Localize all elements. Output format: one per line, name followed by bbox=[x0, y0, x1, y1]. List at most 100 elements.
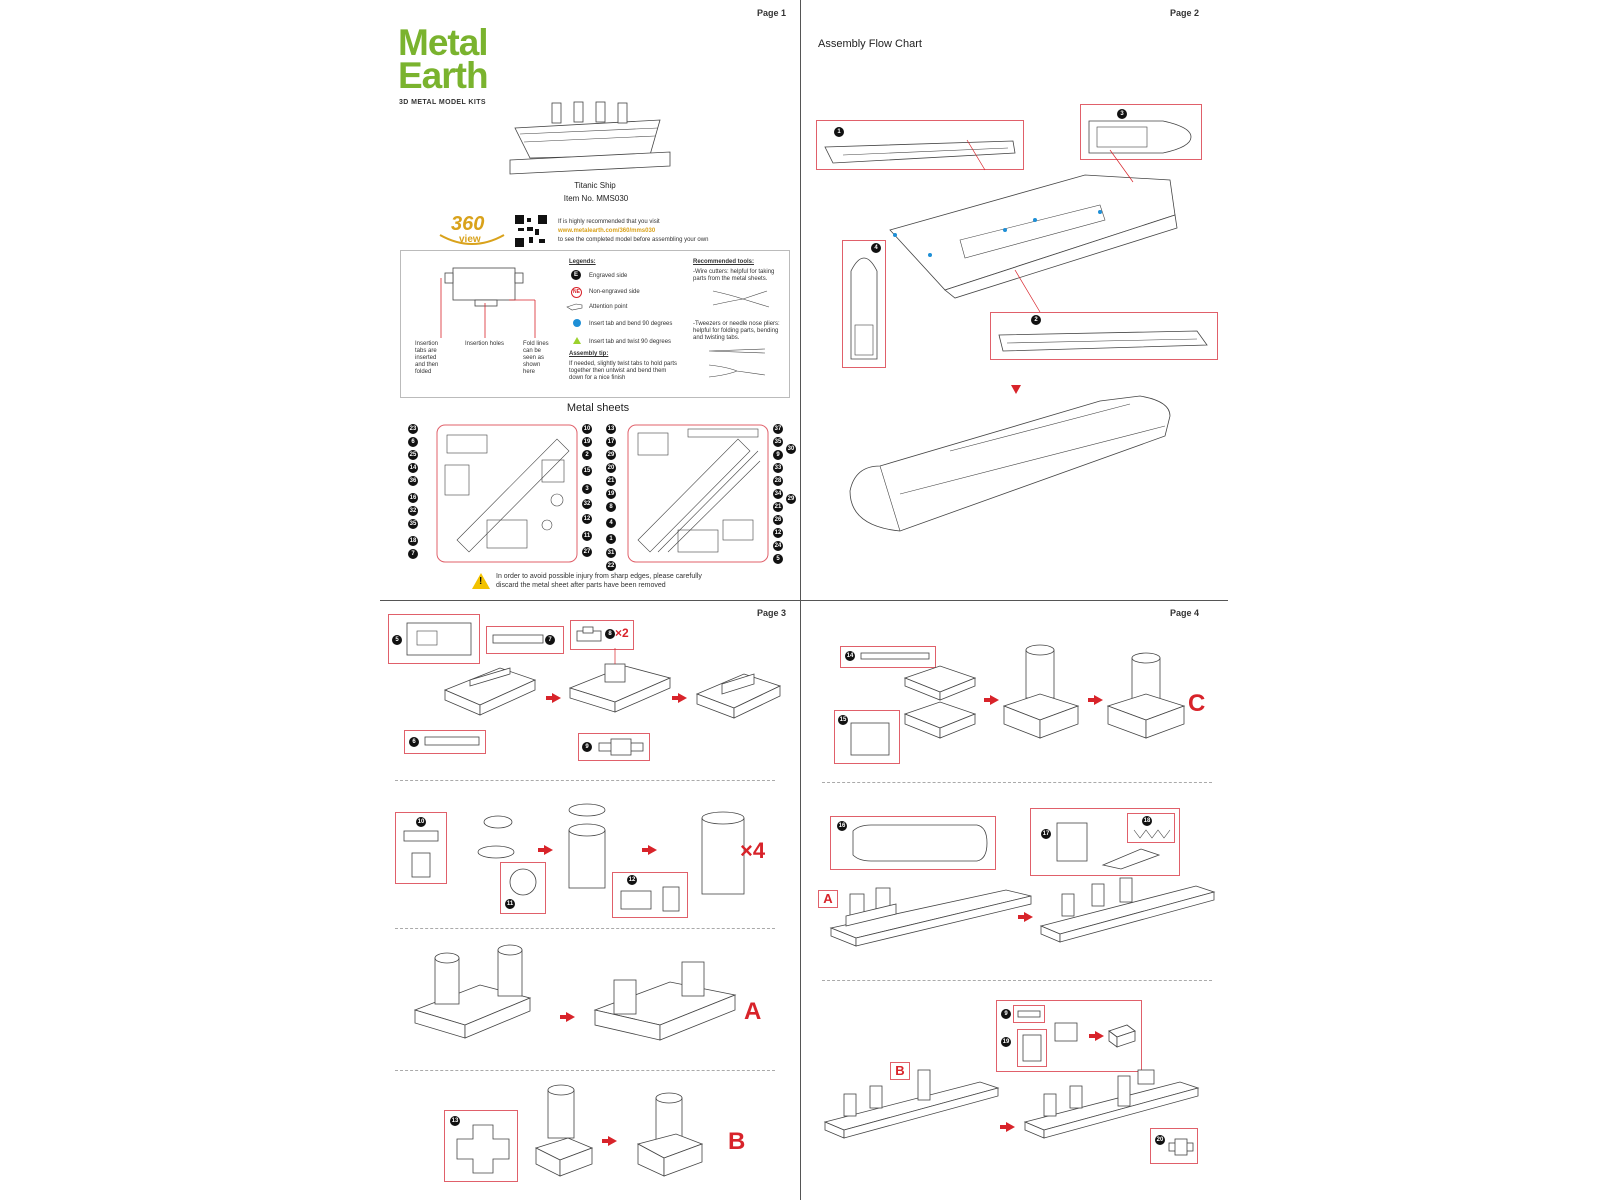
hull-assembled bbox=[849, 395, 1171, 532]
step-badge: 10 bbox=[416, 817, 426, 827]
section-letter-c: C bbox=[1188, 690, 1206, 717]
step-9-result bbox=[695, 673, 782, 719]
section-divider bbox=[395, 1070, 775, 1071]
recommended-tools-title: Recommended tools: bbox=[693, 259, 755, 265]
view-360-word: view bbox=[459, 234, 481, 245]
step-badge: 8 bbox=[605, 629, 615, 639]
legend-item-engraved: Engraved side bbox=[589, 273, 628, 279]
legends-title: Legends: bbox=[569, 259, 596, 265]
step-8-assembly bbox=[568, 648, 672, 713]
metal-sheet-left bbox=[436, 424, 578, 563]
part-badge: 26 bbox=[773, 515, 783, 525]
step-19-ship-deck bbox=[823, 1069, 1000, 1139]
warning-icon: ! bbox=[472, 573, 490, 589]
part-badge: 12 bbox=[773, 528, 783, 538]
part-badge: 30 bbox=[786, 444, 796, 454]
step-badge: 18 bbox=[1142, 816, 1152, 826]
part-badge: 29 bbox=[606, 450, 616, 460]
step-badge: 2 bbox=[1031, 315, 1041, 325]
step-badge: 17 bbox=[1041, 829, 1051, 839]
flow-step-4-box: 4 bbox=[842, 240, 886, 368]
step-9-part-box bbox=[1013, 1005, 1045, 1023]
right-arrow-icon bbox=[1088, 695, 1103, 705]
brand-line-2: Earth bbox=[398, 55, 489, 96]
part-badge: 10 bbox=[582, 424, 592, 434]
brand-line-1: Metal bbox=[398, 22, 489, 63]
step-5-box: 5 bbox=[388, 614, 480, 664]
step-9-19-box: 9 19 bbox=[996, 1000, 1142, 1072]
part-badge: 32 bbox=[582, 499, 592, 509]
multiplier-x4: ×4 bbox=[740, 838, 766, 863]
step-badge: 14 bbox=[845, 651, 855, 661]
multiplier-x2: ×2 bbox=[615, 626, 629, 640]
tool-wire-cutters: -Wire cutters: helpful for taking parts … bbox=[693, 269, 775, 282]
part-badge: 23 bbox=[408, 424, 418, 434]
step-badge: 13 bbox=[450, 1116, 460, 1126]
right-arrow-icon bbox=[1089, 1031, 1104, 1041]
step-13-box: 13 bbox=[444, 1110, 518, 1182]
funnels-assembly-a-exploded bbox=[413, 944, 532, 1039]
funnel-assembly bbox=[568, 803, 606, 889]
flow-step-3-box: 3 bbox=[1080, 104, 1202, 160]
section-divider bbox=[822, 980, 1212, 981]
pliers-icon bbox=[708, 364, 766, 378]
step-badge: 19 bbox=[1001, 1037, 1011, 1047]
blue-dot-icon bbox=[573, 319, 581, 327]
non-engraved-badge-icon: NE bbox=[571, 287, 582, 298]
step-16-assembly bbox=[829, 887, 1032, 947]
step-12-box: 12 bbox=[612, 872, 688, 918]
right-arrow-icon bbox=[984, 695, 999, 705]
right-arrow-icon bbox=[1018, 912, 1033, 922]
step-11-box: 11 bbox=[500, 862, 546, 914]
view-360-number: 360 bbox=[451, 213, 485, 235]
part-badge: 37 bbox=[773, 424, 783, 434]
step-badge: 9 bbox=[1001, 1009, 1011, 1019]
step-5-assembly bbox=[443, 667, 537, 716]
section-divider bbox=[822, 782, 1212, 783]
part-badge: 35 bbox=[408, 519, 418, 529]
legend-item-non-engraved: Non-engraved side bbox=[589, 289, 640, 295]
page-number-1: Page 1 bbox=[757, 8, 787, 18]
step-20-box: 20 bbox=[1150, 1128, 1198, 1164]
right-arrow-icon bbox=[1000, 1122, 1015, 1132]
metal-sheet-right bbox=[627, 424, 769, 563]
warning-line-2: discard the metal sheet after parts have… bbox=[496, 582, 666, 589]
part-badge: 31 bbox=[606, 548, 616, 558]
brand-tagline: 3D METAL MODEL KITS bbox=[399, 99, 486, 106]
qr-code-icon[interactable] bbox=[515, 215, 547, 247]
step-10-box: 10 bbox=[395, 812, 447, 884]
down-arrow-icon bbox=[1011, 385, 1021, 394]
part-badge: 20 bbox=[606, 463, 616, 473]
funnels-assembly-a bbox=[593, 961, 737, 1041]
step-17-18-box: 17 18 bbox=[1030, 808, 1180, 876]
right-arrow-icon bbox=[672, 693, 687, 703]
step-20-ship-deck bbox=[1023, 1069, 1200, 1139]
step-7-box: 7 bbox=[486, 626, 564, 654]
legend-tabs-label: Insertion tabs are inserted and then fol… bbox=[415, 341, 439, 375]
step-14-box: 14 bbox=[840, 646, 936, 668]
step-badge: 15 bbox=[838, 715, 848, 725]
part-badge: 14 bbox=[408, 463, 418, 473]
view-360-line-3: to see the completed model before assemb… bbox=[558, 237, 709, 243]
metal-sheets-title: Metal sheets bbox=[566, 402, 630, 414]
legend-item-attention: Attention point bbox=[589, 304, 628, 310]
wire-cutter-icon bbox=[712, 290, 770, 308]
section-divider bbox=[395, 928, 775, 929]
step-badge: 6 bbox=[409, 737, 419, 747]
attention-hand-icon bbox=[566, 303, 583, 311]
step-9-box: 9 bbox=[578, 733, 650, 761]
hull-assembly-exploded bbox=[889, 139, 1178, 313]
flow-step-1-box: 1 bbox=[816, 120, 1024, 170]
fold-diagram bbox=[440, 267, 536, 338]
view-360-url[interactable]: www.metalearth.com/360/mms030 bbox=[558, 228, 656, 234]
part-badge: 27 bbox=[582, 547, 592, 557]
view-360-badge: 360 view bbox=[437, 213, 507, 249]
step-19-part-box bbox=[1017, 1029, 1047, 1067]
funnel-assembly-b bbox=[636, 1092, 704, 1177]
step-badge: 20 bbox=[1155, 1135, 1165, 1145]
assembly-tip-text: If needed, slightly twist tabs to hold p… bbox=[569, 361, 678, 381]
legend-panel: Insertion tabs are inserted and then fol… bbox=[400, 250, 790, 398]
part-badge: 36 bbox=[408, 476, 418, 486]
assembly-tip-title: Assembly tip: bbox=[569, 351, 609, 357]
section-letter-b: B bbox=[728, 1128, 746, 1155]
